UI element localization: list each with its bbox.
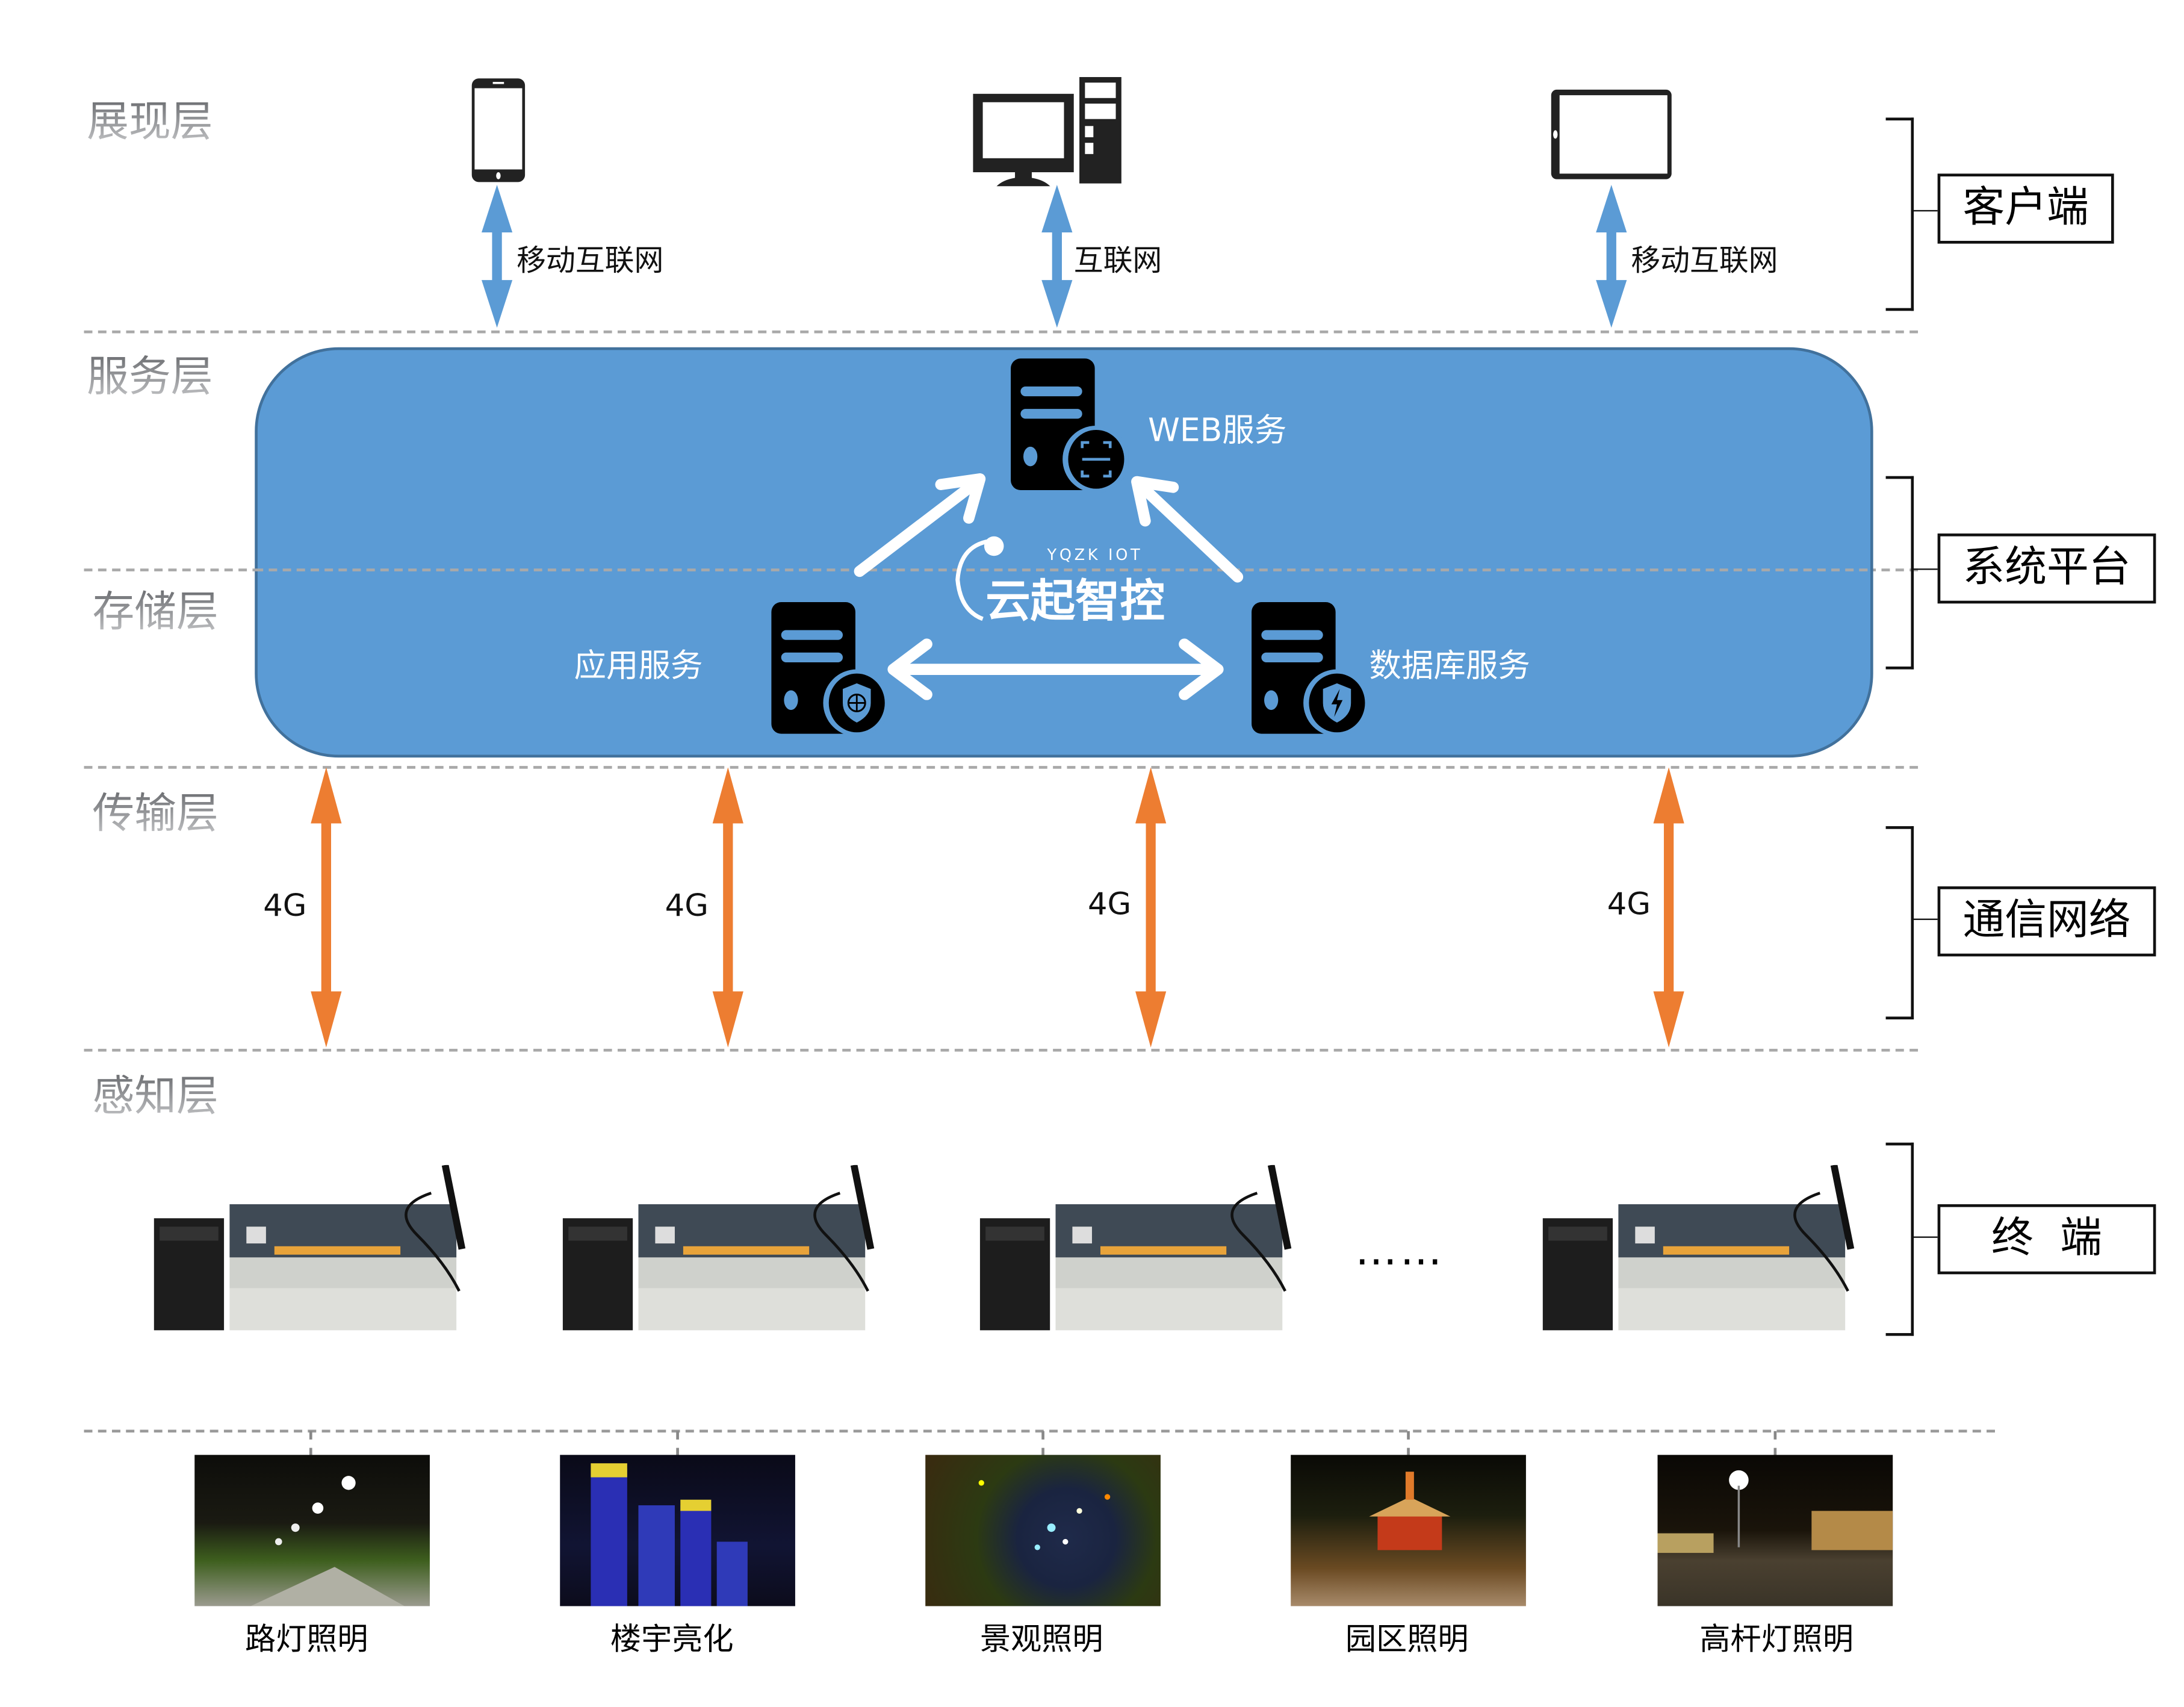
- lighting-controller-device: [562, 1164, 875, 1331]
- link-label-mobile-internet: 移动互联网: [1631, 243, 1778, 278]
- brand-subtitle: YQZK IOT: [1047, 546, 1143, 565]
- layer-label-presentation: 展现层: [87, 87, 213, 148]
- street-lights-photo: [194, 1455, 430, 1606]
- park-lighting-photo: [1291, 1455, 1526, 1606]
- application-divider: [84, 1429, 1995, 1433]
- layer-label-storage: 存储层: [92, 577, 218, 638]
- connector: [1041, 1431, 1044, 1457]
- platform-flow-arrows: [854, 473, 1244, 700]
- bracket: [1885, 117, 1914, 311]
- layer-label-perception: 感知层: [92, 1062, 218, 1123]
- tablet-icon: [1551, 89, 1672, 179]
- globe-shield-icon: [843, 683, 871, 723]
- brand-logo-icon: [955, 536, 1004, 621]
- 4g-link-arrow: [1135, 767, 1167, 1048]
- high-mast-lighting-photo: [1657, 1455, 1893, 1606]
- layer-divider: [84, 766, 1919, 769]
- desktop-computer-icon: [973, 76, 1121, 187]
- client-link-arrow: [1041, 184, 1073, 328]
- smartphone-icon: [471, 78, 526, 182]
- web-service-label: WEB服务: [1147, 413, 1287, 450]
- web-server-icon: [1011, 358, 1129, 493]
- layer-divider: [84, 330, 1919, 334]
- bracket-stem: [1912, 1236, 1938, 1238]
- layer-label-service: 服务层: [87, 341, 213, 403]
- lighting-controller-device: [154, 1164, 466, 1331]
- 4g-link-arrow: [1653, 767, 1684, 1048]
- database-service-label: 数据库服务: [1369, 648, 1530, 685]
- bracket-stem: [1912, 918, 1938, 920]
- bracket-stem: [1912, 210, 1938, 212]
- app-caption-landscape: 景观照明: [979, 1623, 1103, 1658]
- landscape-lighting-photo: [925, 1455, 1161, 1606]
- lighting-controller-device: [1542, 1164, 1855, 1331]
- bracket: [1885, 1142, 1914, 1336]
- bracket: [1885, 826, 1914, 1020]
- bracket: [1885, 476, 1914, 670]
- scan-icon: [1081, 441, 1112, 478]
- category-communication-network: 通信网络: [1937, 886, 2156, 957]
- client-link-arrow: [482, 184, 513, 328]
- app-service-label: 应用服务: [574, 648, 703, 685]
- 4g-label: 4G: [263, 889, 307, 924]
- category-client: 客户端: [1937, 173, 2114, 244]
- 4g-label: 4G: [1607, 888, 1651, 923]
- connector: [1407, 1431, 1410, 1457]
- category-terminal: 终 端: [1937, 1204, 2156, 1275]
- app-caption-high-mast: 高杆灯照明: [1699, 1623, 1854, 1658]
- app-caption-building: 楼宇亮化: [610, 1623, 734, 1658]
- lightning-shield-icon: [1323, 683, 1351, 723]
- brand-name: 云起智控: [985, 574, 1165, 627]
- 4g-label: 4G: [1087, 888, 1132, 923]
- link-label-internet: 互联网: [1073, 243, 1162, 278]
- app-caption-park: 园区照明: [1345, 1623, 1469, 1658]
- link-label-mobile-internet: 移动互联网: [517, 243, 664, 278]
- app-server-icon: [771, 602, 889, 737]
- building-lighting-photo: [560, 1455, 795, 1606]
- client-link-arrow: [1596, 184, 1627, 328]
- bracket-stem: [1912, 568, 1938, 570]
- layer-divider: [84, 1048, 1919, 1052]
- connector: [1773, 1431, 1777, 1457]
- more-devices-ellipsis: ……: [1355, 1227, 1445, 1276]
- 4g-link-arrow: [712, 767, 743, 1048]
- lighting-controller-device: [979, 1164, 1292, 1331]
- database-server-icon: [1252, 602, 1370, 737]
- layer-divider: [255, 568, 1868, 571]
- 4g-label: 4G: [665, 889, 709, 924]
- connector: [309, 1431, 312, 1457]
- app-caption-street: 路灯照明: [244, 1623, 368, 1658]
- category-system-platform: 系统平台: [1937, 533, 2156, 604]
- connector: [676, 1431, 679, 1457]
- 4g-link-arrow: [311, 767, 342, 1048]
- layer-label-transport: 传输层: [92, 779, 218, 840]
